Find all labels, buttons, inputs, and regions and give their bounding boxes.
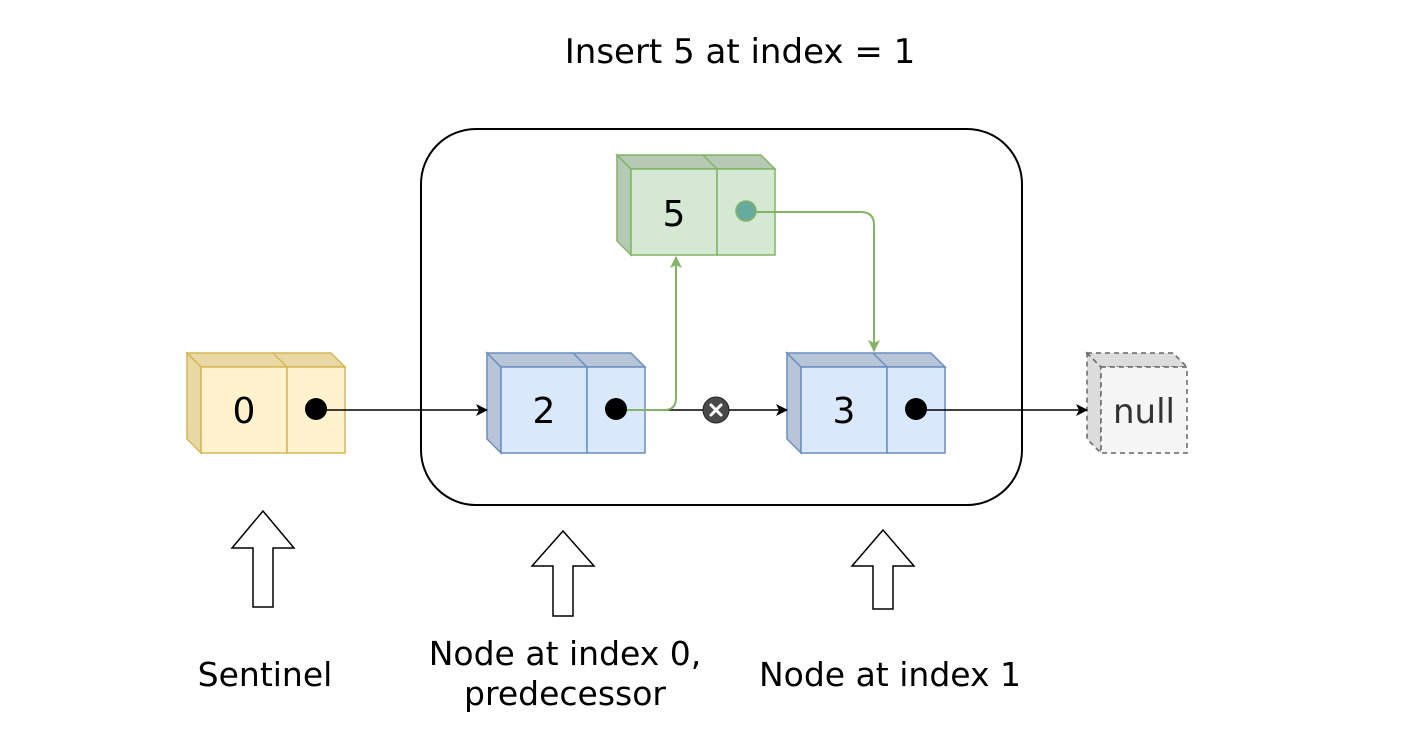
new-pointer-dot — [735, 200, 757, 222]
null-node-side — [1086, 351, 1102, 455]
successor-up-arrow-icon — [850, 528, 916, 610]
predecessor-value: 2 — [533, 391, 556, 432]
null-node-face — [1100, 366, 1188, 454]
sentinel-pointer-dot — [305, 398, 327, 420]
new-to-succ-arrow — [746, 211, 880, 352]
sentinel-up-arrow-icon — [230, 509, 296, 608]
new-node-top — [615, 154, 777, 170]
successor-label: Node at index 1 — [759, 655, 1021, 694]
successor-node-side — [786, 351, 802, 455]
predecessor-up-arrow-icon — [530, 529, 596, 617]
new-value-cell — [630, 168, 718, 256]
new-node-side — [616, 153, 632, 257]
remove-link-icon — [702, 396, 730, 424]
insertion-region — [420, 128, 1023, 506]
predecessor-label-line1: Node at index 0, — [429, 634, 702, 673]
sentinel-value: 0 — [233, 391, 256, 432]
pred-to-new-arrow — [616, 256, 682, 411]
predecessor-value-cell — [500, 366, 588, 454]
successor-value-cell — [800, 366, 888, 454]
successor-value: 3 — [833, 391, 856, 432]
null-node-top — [1085, 352, 1189, 368]
predecessor-node-top — [485, 352, 647, 368]
null-value: null — [1113, 392, 1175, 432]
predecessor-label-line2: predecessor — [464, 674, 666, 713]
sentinel-node: 0 — [185, 351, 347, 455]
sentinel-node-top — [185, 352, 347, 368]
sentinel-value-cell — [200, 366, 288, 454]
predecessor-node: 2 — [485, 351, 647, 455]
successor-pointer-dot — [905, 398, 927, 420]
successor-node-top — [785, 352, 947, 368]
null-node: null — [1085, 351, 1189, 455]
sentinel-label: Sentinel — [198, 655, 333, 694]
predecessor-pointer-dot — [605, 398, 627, 420]
predecessor-node-side — [486, 351, 502, 455]
diagram-title: Insert 5 at index = 1 — [565, 32, 916, 72]
sentinel-node-side — [186, 351, 202, 455]
new-value: 5 — [663, 194, 686, 235]
